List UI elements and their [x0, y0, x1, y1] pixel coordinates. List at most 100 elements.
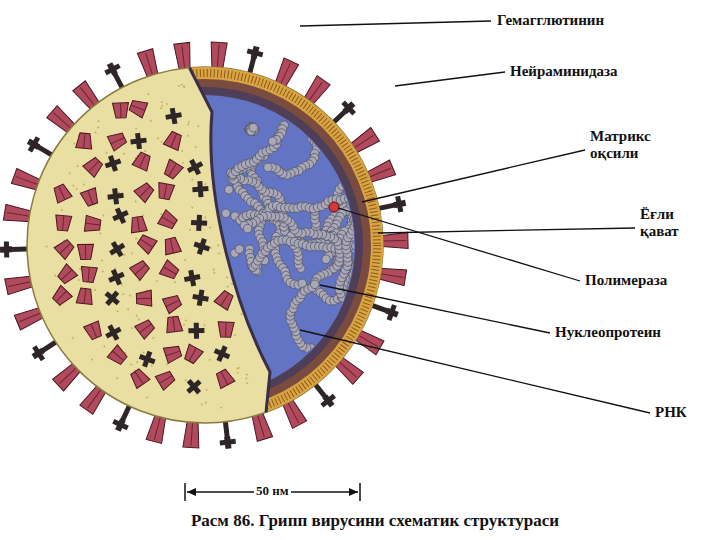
spike-head: [135, 133, 142, 149]
nucleoprotein-bead: [339, 342, 348, 351]
nucleoprotein-bead: [299, 121, 308, 130]
nucleoprotein-bead: [332, 136, 341, 145]
nucleoprotein-bead: [385, 305, 394, 314]
neuraminidase-top: [106, 238, 128, 260]
surface-dot: [144, 150, 146, 152]
spike-ridge: [91, 324, 97, 338]
nucleoprotein-bead: [375, 161, 384, 170]
nucleoprotein-bead: [384, 203, 393, 212]
nucleoprotein-bead: [391, 168, 400, 177]
nucleoprotein-bead: [383, 237, 392, 246]
nucleoprotein-bead: [209, 214, 218, 223]
surface-dot: [136, 315, 138, 317]
nucleoprotein-bead: [353, 327, 362, 336]
nucleoprotein-bead: [363, 319, 372, 328]
nucleoprotein-bead: [356, 158, 365, 167]
part-label: РНК: [653, 404, 689, 421]
nucleoprotein-bead: [356, 267, 365, 276]
nucleoprotein-bead: [370, 177, 379, 186]
nucleoprotein-bead: [367, 282, 376, 291]
neuraminidase-top: [106, 267, 127, 288]
nucleoprotein-bead: [316, 130, 325, 139]
nucleoprotein-bead: [359, 236, 368, 245]
nucleoprotein-bead: [365, 253, 374, 262]
nucleoprotein-bead: [362, 246, 371, 255]
surface-dot: [161, 101, 163, 103]
scale-arrowhead: [187, 488, 196, 496]
surface-dot: [206, 389, 208, 391]
nucleoprotein-bead: [368, 231, 377, 240]
nucleoprotein-bead: [369, 181, 378, 190]
nucleoprotein-bead: [394, 178, 403, 187]
nucleoprotein-bead: [332, 123, 341, 132]
nucleoprotein-bead: [365, 179, 374, 188]
nucleoprotein-bead: [302, 124, 311, 133]
hemagglutinin-top: [218, 322, 235, 338]
surface-dot: [73, 143, 75, 145]
nucleoprotein-bead: [336, 121, 345, 130]
nucleoprotein-bead: [379, 140, 388, 149]
core-space: [55, 95, 355, 395]
hemagglutinin-top: [107, 130, 127, 151]
surface-dot: [191, 178, 193, 180]
leader-line: [362, 150, 585, 202]
nucleoprotein-bead: [380, 141, 389, 150]
surface-dot: [197, 125, 199, 127]
surface-dot: [226, 276, 228, 278]
nucleoprotein-bead: [331, 119, 340, 128]
nucleoprotein-bead: [357, 204, 366, 213]
nucleoprotein-bead: [377, 143, 386, 152]
spike-body: [214, 368, 235, 389]
spike-ridge: [189, 348, 196, 361]
spike-ridge: [159, 376, 172, 384]
surface-dot: [204, 217, 206, 219]
nucleoprotein-bead: [348, 175, 357, 184]
nucleoprotein-bead: [361, 235, 370, 244]
nucleoprotein-bead: [393, 182, 402, 191]
nucleoprotein-bead: [357, 264, 366, 273]
spike-head: [107, 62, 118, 75]
hemagglutinin-top: [76, 133, 93, 149]
spike-body: [182, 344, 203, 365]
nucleoprotein-bead: [332, 122, 341, 131]
nucleoprotein-bead: [374, 309, 383, 318]
nucleoprotein-bead: [225, 185, 234, 194]
nucleoprotein-bead: [368, 189, 377, 198]
nucleoprotein-bead: [353, 254, 362, 263]
leader-lines: [300, 21, 650, 413]
nucleoprotein-bead: [344, 194, 353, 203]
nucleoprotein-bead: [372, 169, 381, 178]
part-label: Полимераза: [583, 272, 669, 289]
nucleoprotein-bead: [388, 172, 397, 181]
spike-ridge: [139, 154, 145, 168]
spike-body: [56, 264, 78, 286]
nucleoprotein-bead: [391, 185, 400, 194]
nucleoprotein-bead: [389, 303, 398, 312]
nucleoprotein-bead: [351, 263, 360, 272]
spike-head: [112, 188, 119, 204]
surface-dot: [182, 162, 184, 164]
spike-ridge: [135, 372, 144, 384]
surface-dot: [97, 127, 99, 129]
surface-spikes: [0, 42, 408, 450]
surface-dot: [69, 172, 71, 174]
spike-ridge: [89, 161, 99, 172]
spike-ridge: [163, 267, 176, 275]
spike-body: [132, 151, 153, 171]
nucleoprotein-bead: [352, 157, 361, 166]
nucleoprotein-bead: [361, 309, 370, 318]
surface-dot: [151, 365, 153, 367]
nucleoprotein-bead: [381, 199, 390, 208]
nucleoprotein-bead: [352, 262, 361, 271]
spike-body: [162, 293, 182, 314]
nucleoprotein-bead: [310, 280, 319, 289]
nucleoprotein-bead: [342, 180, 351, 189]
spike-head: [112, 210, 129, 221]
hemagglutinin-top: [77, 244, 93, 259]
surface-dot: [83, 184, 85, 186]
spike-body: [107, 345, 129, 367]
nucleoprotein-bead: [355, 235, 364, 244]
nucleoprotein-bead: [222, 209, 231, 218]
nucleoprotein-bead: [377, 139, 386, 148]
nucleoprotein-bead: [350, 330, 359, 339]
